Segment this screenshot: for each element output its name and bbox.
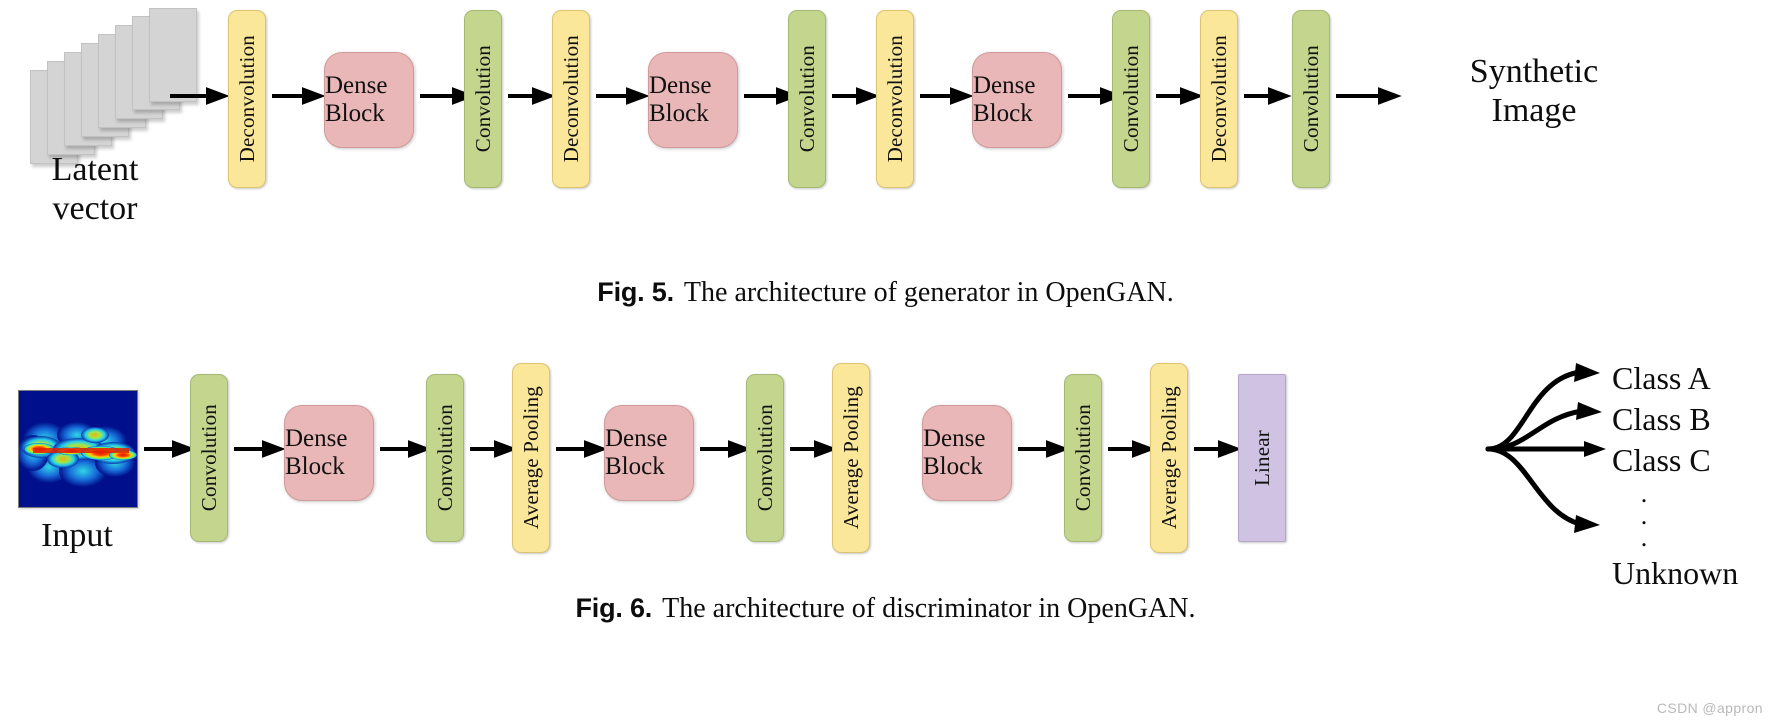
- figure-5-caption: Fig. 5. The architecture of generator in …: [0, 277, 1771, 309]
- discriminator-block-label: Linear: [1249, 430, 1274, 486]
- discriminator-block-label: Average Pooling: [518, 386, 543, 530]
- generator-block-label: Deconvolution: [1206, 35, 1231, 163]
- figure-discriminator: Input Convolution Dense Block Convolutio…: [0, 338, 1771, 722]
- arrow-generator-6: [832, 87, 880, 105]
- discriminator-block-average-pooling-3[interactable]: Average Pooling: [1150, 363, 1188, 553]
- input-label: Input: [41, 517, 113, 554]
- discriminator-block-convolution-1[interactable]: Convolution: [190, 374, 228, 542]
- classification-fanout-arrows: [1485, 346, 1618, 536]
- arrow-discriminator-7: [1018, 440, 1070, 458]
- figure-6-caption: Fig. 6. The architecture of discriminator…: [0, 593, 1771, 625]
- discriminator-block-dense-block-3[interactable]: Dense Block: [922, 405, 1012, 501]
- discriminator-block-average-pooling-1[interactable]: Average Pooling: [512, 363, 550, 553]
- discriminator-block-linear[interactable]: Linear: [1238, 374, 1286, 542]
- input-spectrogram-image: [18, 390, 138, 508]
- generator-block-deconvolution-1[interactable]: Deconvolution: [228, 10, 266, 188]
- arrow-discriminator-2: [380, 440, 432, 458]
- class-label-a: Class A: [1612, 360, 1711, 396]
- figure-6-caption-text: The architecture of discriminator in Ope…: [662, 593, 1196, 624]
- arrow-discriminator-4: [556, 440, 608, 458]
- arrow-input-to-convolution-1: [144, 440, 196, 458]
- arrow-discriminator-3: [470, 440, 518, 458]
- generator-block-label: Dense Block: [325, 72, 388, 127]
- generator-block-deconvolution-3[interactable]: Deconvolution: [876, 10, 914, 188]
- generator-block-convolution-1[interactable]: Convolution: [464, 10, 502, 188]
- class-label-c: Class C: [1612, 441, 1711, 478]
- generator-block-deconvolution-2[interactable]: Deconvolution: [552, 10, 590, 188]
- discriminator-block-label: Convolution: [752, 404, 777, 512]
- generator-block-convolution-4[interactable]: Convolution: [1292, 10, 1330, 188]
- discriminator-block-convolution-3[interactable]: Convolution: [746, 374, 784, 542]
- generator-block-convolution-2[interactable]: Convolution: [788, 10, 826, 188]
- class-label-unknown: Unknown: [1612, 555, 1739, 592]
- generator-block-dense-block-3[interactable]: Dense Block: [972, 52, 1062, 148]
- class-label-b: Class B: [1612, 400, 1711, 437]
- arrow-generator-1: [272, 87, 326, 105]
- generator-block-dense-block-2[interactable]: Dense Block: [648, 52, 738, 148]
- discriminator-block-dense-block-2[interactable]: Dense Block: [604, 405, 694, 501]
- discriminator-block-convolution-2[interactable]: Convolution: [426, 374, 464, 542]
- generator-block-label: Convolution: [794, 45, 819, 153]
- figure-6-number: Fig. 6.: [575, 593, 653, 623]
- arrow-generator-9: [1156, 87, 1204, 105]
- discriminator-block-convolution-4[interactable]: Convolution: [1064, 374, 1102, 542]
- synthetic-image-label: Synthetic Image: [1469, 53, 1599, 130]
- discriminator-block-label: Average Pooling: [1156, 386, 1181, 530]
- generator-block-deconvolution-4[interactable]: Deconvolution: [1200, 10, 1238, 188]
- generator-block-label: Deconvolution: [558, 35, 583, 163]
- generator-block-label: Convolution: [1118, 45, 1143, 153]
- classification-output-list: Class A Class B Class C ... Unknown: [1612, 358, 1738, 594]
- figure-5-caption-text: The architecture of generator in OpenGAN…: [683, 277, 1174, 308]
- discriminator-block-label: Convolution: [1070, 404, 1095, 512]
- generator-block-convolution-3[interactable]: Convolution: [1112, 10, 1150, 188]
- arrow-to-synthetic-image: [1336, 87, 1402, 105]
- generator-block-label: Dense Block: [973, 72, 1036, 127]
- ellipsis-vertical-icon: ...: [1640, 478, 1650, 553]
- arrow-generator-10: [1244, 87, 1292, 105]
- generator-block-label: Convolution: [470, 45, 495, 153]
- generator-block-label: Deconvolution: [234, 35, 259, 163]
- csdn-watermark: CSDN @appron: [1656, 700, 1763, 716]
- arrow-generator-5: [744, 87, 800, 105]
- arrow-discriminator-1: [234, 440, 286, 458]
- discriminator-block-label: Dense Block: [285, 425, 348, 480]
- discriminator-block-dense-block-1[interactable]: Dense Block: [284, 405, 374, 501]
- figure-generator: Latent vector Deconvolution Dense Block …: [0, 0, 1771, 330]
- arrow-generator-8: [1068, 87, 1124, 105]
- arrow-discriminator-5: [700, 440, 752, 458]
- discriminator-block-average-pooling-2[interactable]: Average Pooling: [832, 363, 870, 553]
- generator-block-label: Deconvolution: [882, 35, 907, 163]
- arrow-generator-2: [420, 87, 476, 105]
- arrow-discriminator-9: [1194, 440, 1242, 458]
- arrow-generator-3: [508, 87, 556, 105]
- generator-block-dense-block-1[interactable]: Dense Block: [324, 52, 414, 148]
- generator-block-label: Convolution: [1298, 45, 1323, 153]
- discriminator-block-label: Dense Block: [605, 425, 668, 480]
- discriminator-block-label: Dense Block: [923, 425, 986, 480]
- arrow-discriminator-8: [1108, 440, 1156, 458]
- arrow-discriminator-6: [790, 440, 838, 458]
- generator-block-label: Dense Block: [649, 72, 712, 127]
- arrow-generator-4: [596, 87, 650, 105]
- discriminator-block-label: Convolution: [196, 404, 221, 512]
- discriminator-block-label: Average Pooling: [838, 386, 863, 530]
- figure-5-number: Fig. 5.: [597, 277, 674, 307]
- arrow-generator-7: [920, 87, 974, 105]
- arrow-latent-to-deconvolution-1: [170, 87, 230, 105]
- latent-vector-label: Latent vector: [51, 151, 139, 228]
- discriminator-block-label: Convolution: [432, 404, 457, 512]
